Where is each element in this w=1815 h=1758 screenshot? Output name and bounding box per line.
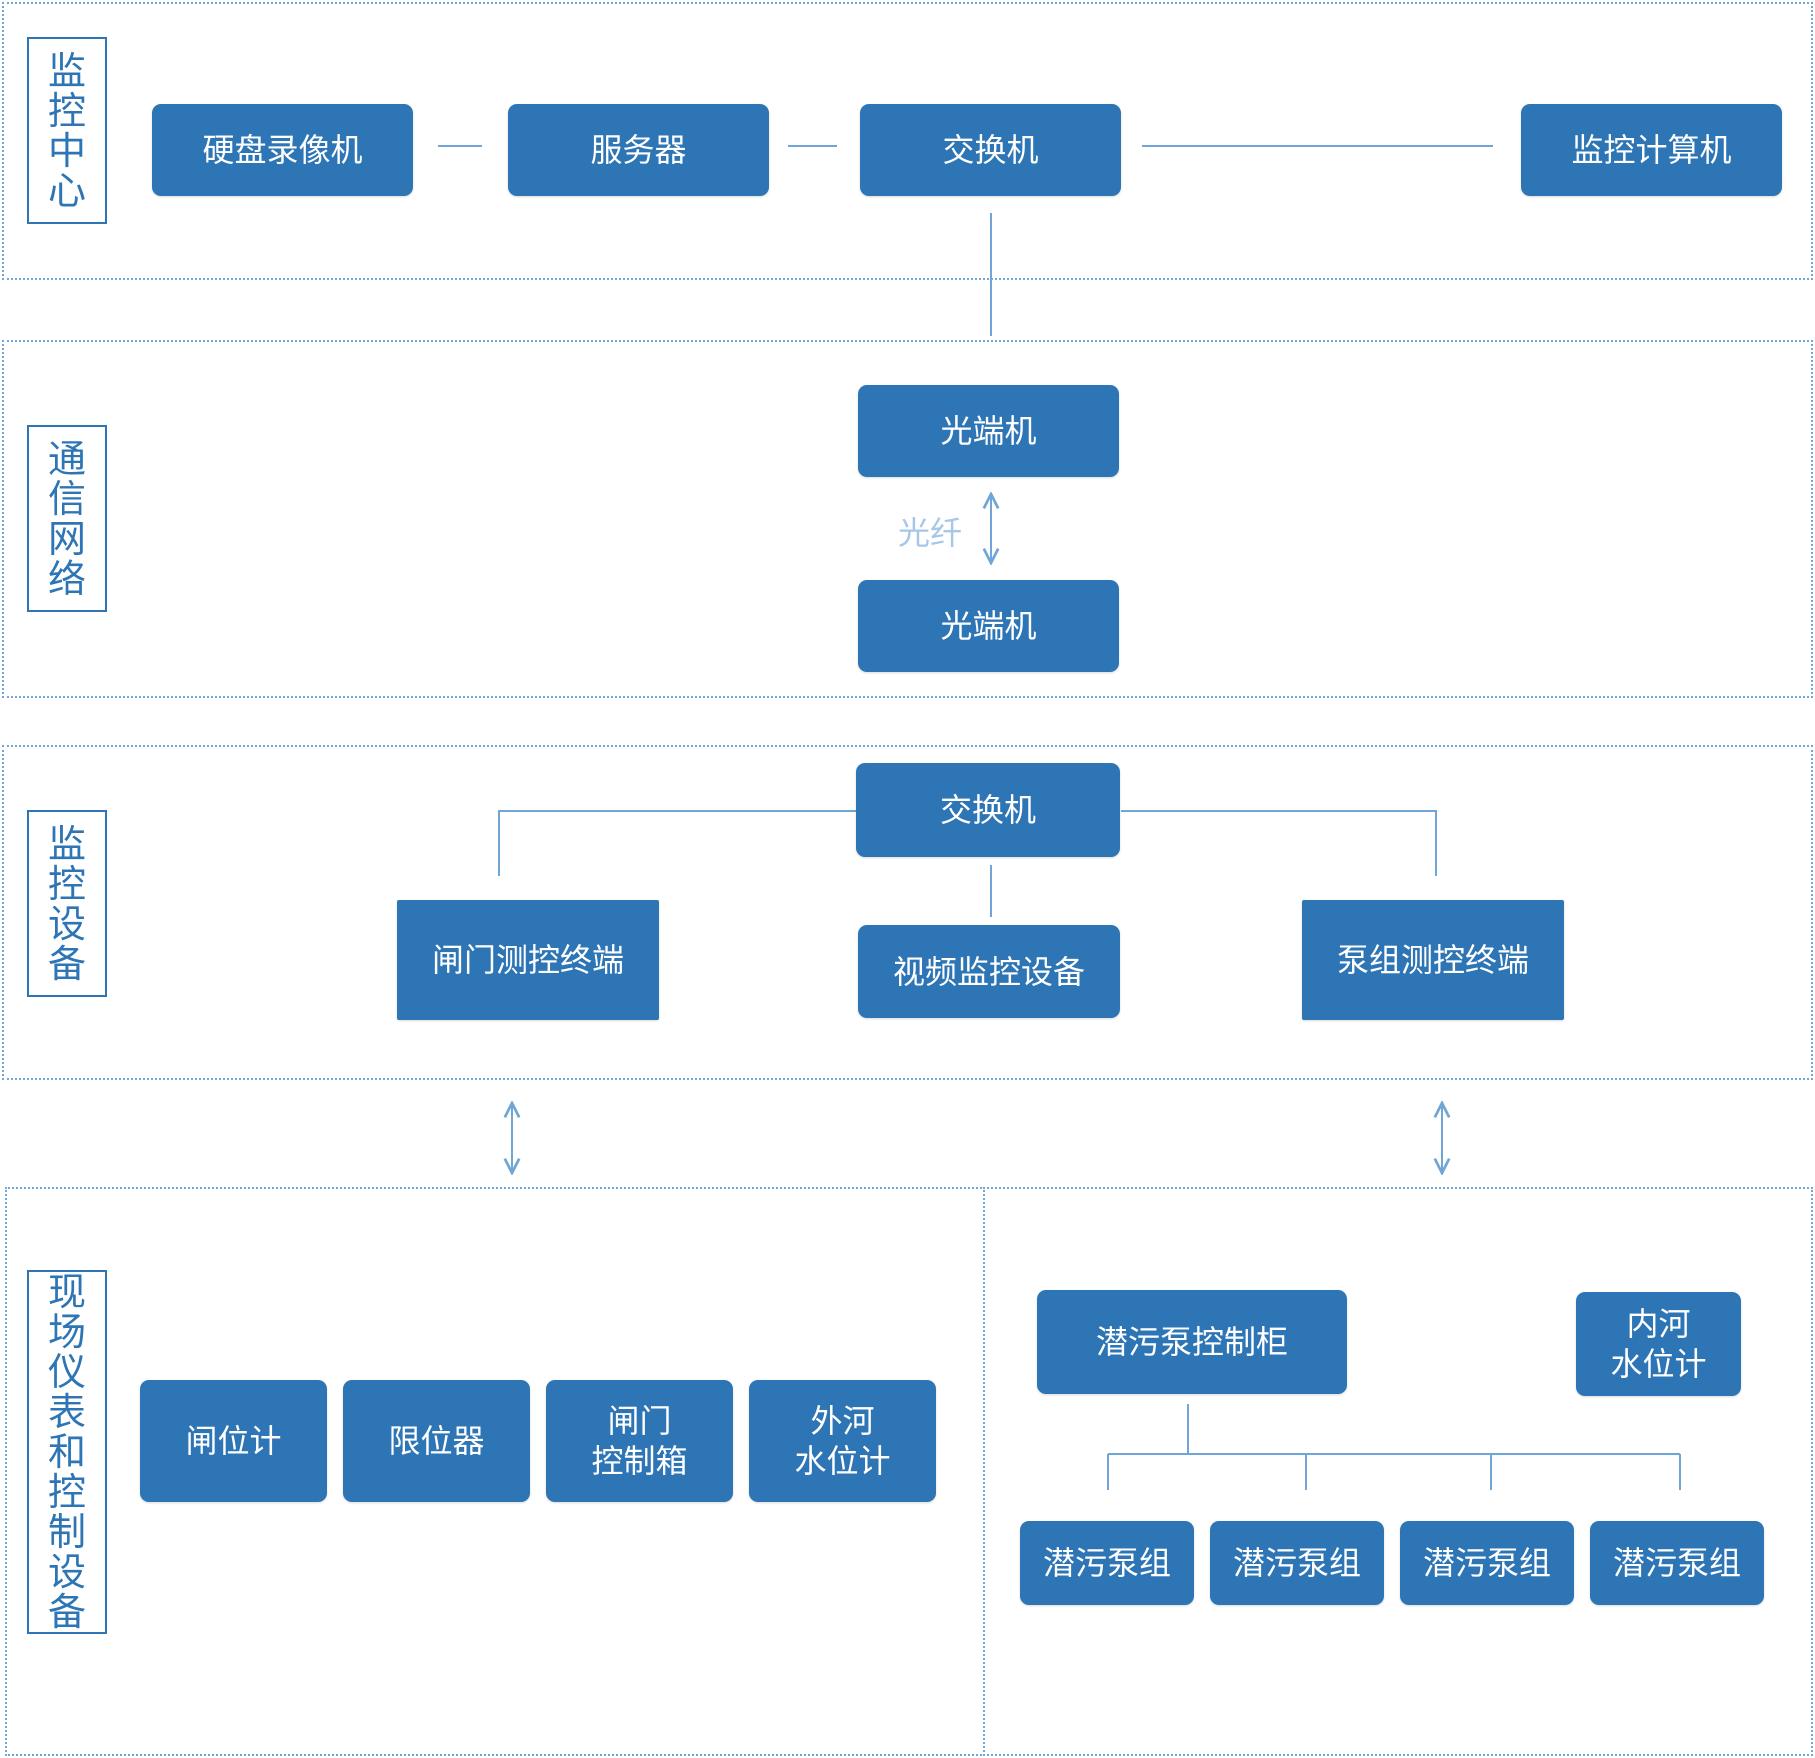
node-pump-control-cabinet: 潜污泵控制柜 bbox=[1037, 1290, 1347, 1394]
zone-comm-network bbox=[2, 340, 1813, 698]
node-switch-top: 交换机 bbox=[860, 104, 1121, 196]
fiber-label: 光纤 bbox=[898, 514, 963, 552]
node-gate-position-meter: 闸位计 bbox=[140, 1380, 327, 1502]
node-inner-river-level: 内河 水位计 bbox=[1576, 1292, 1741, 1396]
node-pump-unit-1: 潜污泵组 bbox=[1020, 1521, 1194, 1605]
zone-field-right bbox=[983, 1187, 1813, 1756]
zone-label-monitoring-center: 监控中心 bbox=[27, 37, 107, 224]
zone-label-field-instruments: 现场仪表和控制设备 bbox=[27, 1270, 107, 1634]
node-optical-terminal-2: 光端机 bbox=[858, 580, 1119, 672]
zone-label-monitoring-equipment: 监控设备 bbox=[27, 810, 107, 997]
zone-monitoring-center bbox=[2, 2, 1813, 280]
node-video-equipment: 视频监控设备 bbox=[858, 925, 1120, 1018]
node-switch-mid: 交换机 bbox=[856, 763, 1120, 857]
node-server: 服务器 bbox=[508, 104, 769, 196]
node-pump-unit-2: 潜污泵组 bbox=[1210, 1521, 1384, 1605]
zone-monitoring-equipment bbox=[2, 745, 1813, 1080]
node-limit-switch: 限位器 bbox=[343, 1380, 530, 1502]
node-monitor-pc: 监控计算机 bbox=[1521, 104, 1782, 196]
node-pump-unit-4: 潜污泵组 bbox=[1590, 1521, 1764, 1605]
zone-label-comm-network: 通信网络 bbox=[27, 425, 107, 612]
node-pump-unit-3: 潜污泵组 bbox=[1400, 1521, 1574, 1605]
node-outer-river-level: 外河 水位计 bbox=[749, 1380, 936, 1502]
link-switch-pump-terminal bbox=[1121, 810, 1437, 876]
node-pump-terminal: 泵组测控终端 bbox=[1302, 900, 1564, 1020]
node-gate-terminal: 闸门测控终端 bbox=[397, 900, 659, 1020]
node-optical-terminal-1: 光端机 bbox=[858, 385, 1119, 477]
node-gate-control-box: 闸门 控制箱 bbox=[546, 1380, 733, 1502]
link-switch-gate-terminal bbox=[498, 810, 856, 876]
node-dvr: 硬盘录像机 bbox=[152, 104, 413, 196]
